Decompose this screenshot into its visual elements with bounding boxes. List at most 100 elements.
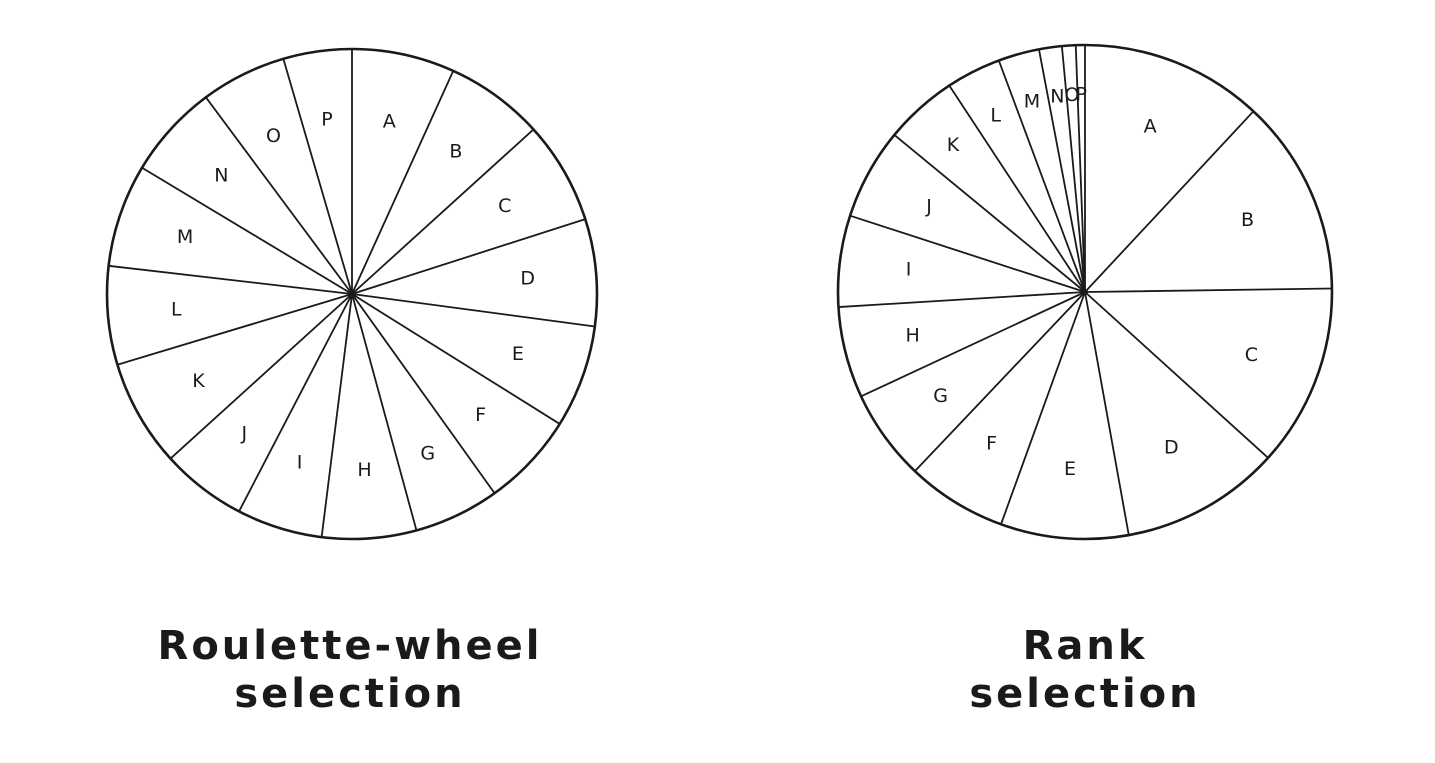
rank-selection-caption: Rank selection [885,622,1285,718]
slice-f [914,292,1085,525]
slice-label-f: F [475,404,486,426]
slice-label-o: O [266,125,281,147]
slice-b [1085,111,1332,292]
slice-label-p: P [321,108,332,130]
slice-o [205,58,352,295]
wheel-rim [105,47,599,541]
slice-d [1085,292,1269,536]
slice-label-p: P [1076,83,1087,105]
slice-divider [282,57,353,295]
slice-d [352,219,597,327]
slice-k [894,85,1085,292]
slice-label-a: A [1144,116,1157,138]
slice-e [352,294,595,424]
slice-i [239,294,352,538]
slice-divider [893,134,1086,293]
roulette-caption-line-1: Roulette-wheel [157,623,543,669]
slice-l [949,60,1085,292]
slice-divider [1060,45,1086,293]
slice-divider [351,293,596,328]
slice-divider [351,69,455,295]
slice-label-h: H [905,325,919,347]
slice-n [142,97,352,294]
slice-divider [1084,287,1333,293]
slice-j [850,134,1085,292]
wheel-center [349,291,355,297]
slice-divider [1084,291,1130,536]
wheel-center [1082,289,1088,295]
slice-c [352,129,586,294]
slice-b [352,70,534,294]
slice-label-i: I [906,259,912,281]
slice-divider [1084,291,1269,459]
slice-label-k: K [947,134,960,156]
slice-label-k: K [192,370,205,392]
slice-label-j: J [240,423,247,445]
slice-divider [849,214,1086,293]
slice-divider [948,84,1086,293]
slice-divider [169,293,353,460]
slice-e [1001,292,1129,540]
slice-divider [351,293,561,425]
slice-divider [914,291,1086,473]
slice-divider [351,293,496,495]
slice-label-l: L [990,105,1001,127]
slice-label-c: C [1245,344,1258,366]
slice-label-c: C [498,195,511,217]
slice-f [352,294,560,494]
slice-divider [238,293,353,513]
slice-label-l: L [171,299,182,321]
slice-divider [204,96,353,295]
roulette-caption-line-2: selection [234,671,466,717]
slice-divider [107,264,353,295]
slice-label-n: N [214,165,228,187]
slice-c [1085,288,1333,458]
slice-g [352,294,495,531]
rank-caption-line-2: selection [969,671,1201,717]
slice-divider [351,293,418,532]
slice-label-o: O [1065,84,1080,106]
rank-caption-line-1: Rank [1022,623,1148,669]
slice-label-g: G [420,442,435,464]
slice-divider [320,293,353,539]
slice-a [1085,45,1254,292]
roulette-wheel-pie: A B C D E F G H I J K L M N O P [105,47,599,541]
slice-a [352,49,454,294]
slice-l [107,265,352,365]
slice-divider [837,291,1086,308]
slice-label-i: I [297,451,303,473]
slice-g [861,292,1085,472]
slice-label-b: B [1241,209,1254,231]
slice-label-d: D [1164,437,1179,459]
slice-divider [351,218,587,295]
slice-k [117,294,353,459]
slice-divider [997,59,1086,293]
slice-divider [116,293,353,366]
slice-label-j: J [925,195,932,217]
slice-m [108,167,352,294]
slice-divider [1084,110,1255,293]
slice-label-d: D [520,267,535,289]
slice-divider [1074,44,1086,293]
roulette-wheel-caption: Roulette-wheel selection [140,622,560,718]
slice-m [998,49,1085,292]
slice-label-h: H [357,459,371,481]
slice-divider [1000,291,1086,526]
slice-h [838,292,1085,397]
slice-label-g: G [933,385,948,407]
slice-h [321,294,417,539]
slice-label-f: F [986,432,997,454]
slice-label-b: B [449,140,462,162]
slice-label-m: M [177,226,193,248]
slice-label-e: E [1064,458,1076,480]
wheel-rim [836,43,1334,541]
slice-j [170,294,352,512]
slice-label-e: E [512,343,524,365]
slice-label-n: N [1050,85,1064,107]
slice-divider [1038,48,1086,293]
slice-label-a: A [383,111,396,133]
slice-divider [141,166,353,295]
slice-label-m: M [1024,91,1040,113]
